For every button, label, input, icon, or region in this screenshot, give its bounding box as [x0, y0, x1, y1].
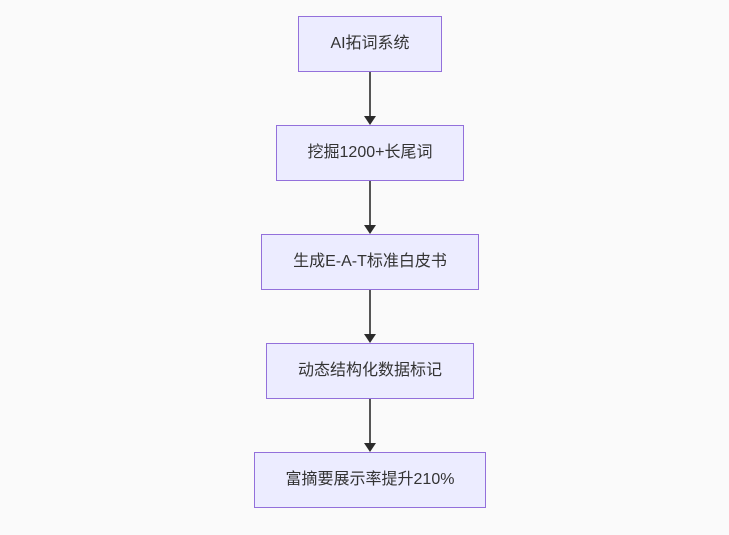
flow-edge — [363, 72, 377, 125]
arrow-down-icon — [364, 225, 376, 234]
arrow-line — [369, 181, 371, 226]
arrow-line — [369, 399, 371, 444]
flow-edge — [363, 181, 377, 234]
flow-node-E: 富摘要展示率提升210% — [253, 452, 487, 508]
arrow-down-icon — [364, 443, 376, 452]
arrow-line — [369, 72, 371, 117]
arrow-down-icon — [364, 334, 376, 343]
arrow-down-icon — [364, 116, 376, 125]
flow-node-A: AI拓词系统 — [298, 16, 442, 72]
flow-node-B: 挖掘1200+长尾词 — [275, 125, 465, 181]
flow-node-D: 动态结构化数据标记 — [265, 343, 474, 399]
flow-edge — [363, 290, 377, 343]
flow-node-C: 生成E-A-T标准白皮书 — [261, 234, 479, 290]
arrow-line — [369, 290, 371, 335]
flow-edge — [363, 399, 377, 452]
